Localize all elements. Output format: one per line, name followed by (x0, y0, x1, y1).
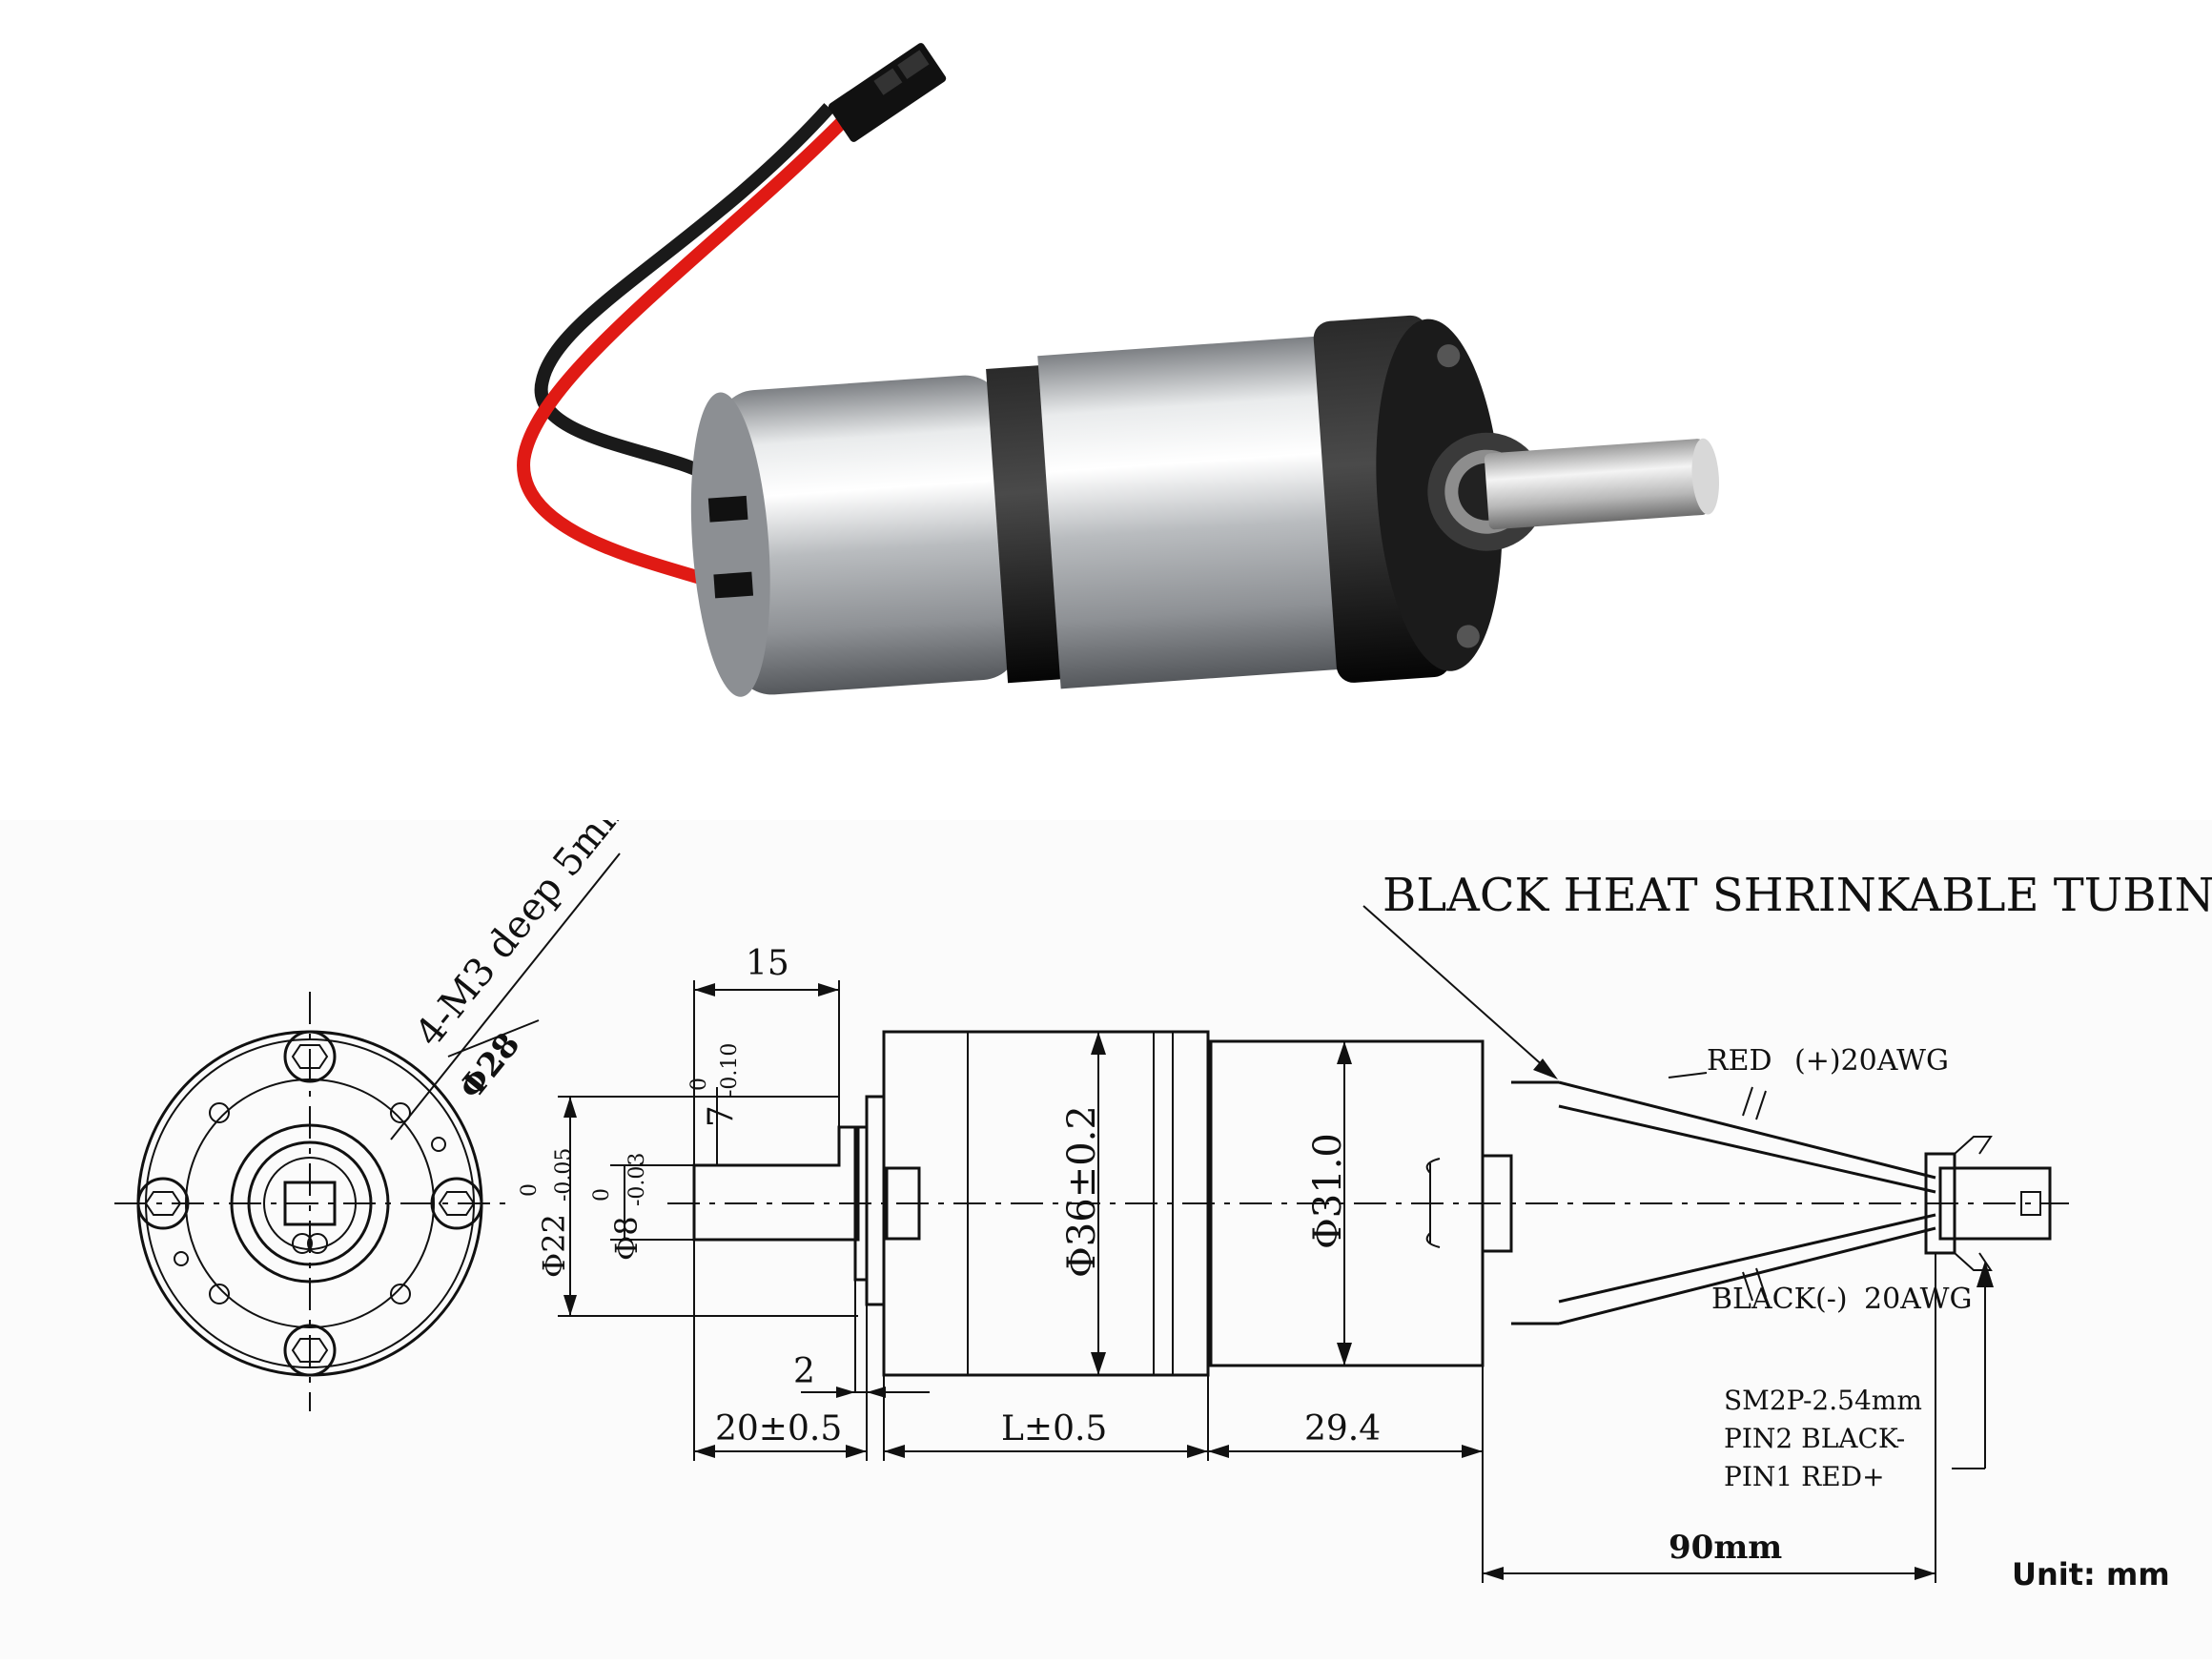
flange-thickness-dim: 2 (793, 1352, 815, 1391)
gearbox-diameter: Φ36±0.2 (1060, 1105, 1104, 1278)
shaft-out-dim: 20±0.5 (715, 1409, 842, 1448)
front-view: 4-M3 deep 5mm Φ28 (114, 782, 640, 1411)
black-wire-spec: 20AWG (1864, 1283, 1972, 1316)
shaft-dimensions: 15 7 0 -0.10 Φ22 0 -0.05 Φ8 0 -0.03 (518, 944, 858, 1317)
red-wire-spec: (+)20AWG (1794, 1044, 1949, 1078)
connector-note-3: PIN1 RED+ (1724, 1461, 1885, 1492)
product-photo (0, 0, 2212, 820)
red-wire-label: RED (1707, 1044, 1772, 1078)
mount-note: 4-M3 deep 5mm (407, 820, 640, 1055)
connector-note-2: PIN2 BLACK- (1724, 1423, 1905, 1454)
shaft-diameter: Φ8 (608, 1216, 645, 1261)
pilot-diameter: Φ22 (536, 1214, 572, 1278)
technical-drawing: 4-M3 deep 5mm Φ28 Φ36±0.2 (0, 782, 2212, 1659)
flat-depth-tol-lower: -0.10 (718, 1043, 742, 1097)
length-dimensions: 2 20±0.5 L±0.5 29.4 90mm (693, 1240, 1936, 1583)
bolt-circle-diameter: Φ28 (452, 1026, 528, 1107)
flat-depth-dim: 7 (702, 1105, 741, 1127)
pilot-tol-lower: -0.05 (552, 1148, 576, 1202)
tubing-callout: BLACK HEAT SHRINKABLE TUBINGS (1382, 869, 2212, 922)
gearbox-length-dim: L±0.5 (1001, 1409, 1107, 1448)
wire-length-dim: 90mm (1669, 1529, 1782, 1567)
dimension-drawing: 4-M3 deep 5mm Φ28 Φ36±0.2 (114, 782, 2212, 1592)
unit-note: Unit: mm (2012, 1556, 2170, 1592)
m3-bolt-icon (136, 1030, 483, 1377)
shaft-tol-lower: -0.03 (625, 1153, 649, 1206)
flat-depth-tol-upper: 0 (687, 1078, 711, 1091)
side-view: Φ36±0.2 Φ31.0 BLACK HEAT SHRINKABL (667, 869, 2212, 1492)
shaft-length-dim: 15 (746, 944, 789, 983)
pilot-tol-upper: 0 (518, 1183, 542, 1197)
motor-diameter: Φ31.0 (1306, 1133, 1350, 1249)
black-wire-label: BLACK(-) (1711, 1283, 1848, 1316)
motor-length-dim: 29.4 (1304, 1409, 1381, 1448)
gear-motor-image (517, 43, 1720, 697)
shaft-tol-upper: 0 (590, 1188, 614, 1202)
connector-note-1: SM2P-2.54mm (1724, 1385, 1922, 1416)
